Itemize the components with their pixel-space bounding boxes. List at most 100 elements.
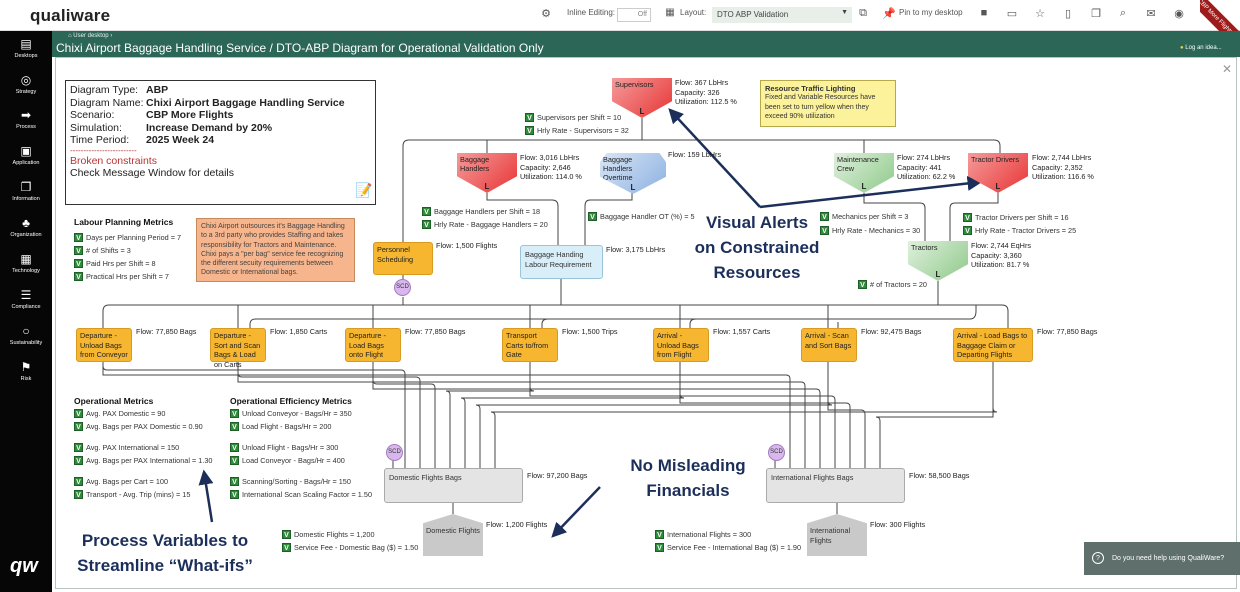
page-header bbox=[52, 31, 1240, 57]
labour-requirement[interactable]: Baggage Handing Labour Requirement bbox=[520, 245, 603, 279]
search-icon[interactable]: ⌕ bbox=[1119, 7, 1127, 19]
inline-editing-toggle[interactable]: Off bbox=[617, 8, 651, 22]
personnel-scheduling[interactable]: Personnel Scheduling bbox=[373, 242, 433, 275]
sidebar-item-strategy[interactable]: ◎Strategy bbox=[0, 74, 52, 96]
help-prompt[interactable]: ?Do you need help using QualiWare? bbox=[1084, 542, 1240, 575]
sidebar-item-process[interactable]: ➡Process bbox=[0, 109, 52, 131]
variable-item[interactable]: V# of Tractors = 20 bbox=[858, 280, 927, 289]
process-box[interactable]: Arrival - Scan and Sort Bags bbox=[801, 328, 857, 362]
process-box[interactable]: Arrival - Load Bags to Baggage Claim or … bbox=[953, 328, 1033, 362]
sidebar-item-label: Process bbox=[16, 124, 36, 130]
sidebar-item-technology[interactable]: ▦Technology bbox=[0, 253, 52, 275]
sidebar-item-information[interactable]: ❐Information bbox=[0, 181, 52, 203]
international-flights-box[interactable]: International Flights bbox=[807, 514, 867, 556]
validated-icon: V bbox=[230, 456, 239, 465]
scd-badge[interactable]: SCD bbox=[386, 444, 403, 461]
organization-icon: ♣ bbox=[22, 216, 30, 230]
validated-icon: V bbox=[230, 443, 239, 452]
sidebar-item-sustainability[interactable]: ○Sustainability bbox=[0, 325, 52, 347]
sidebar-item-organization[interactable]: ♣ Organization bbox=[0, 216, 52, 239]
breadcrumb[interactable]: ⌂ User desktop › bbox=[68, 33, 113, 39]
process-flow: Flow: 77,850 Bags bbox=[136, 327, 196, 337]
star-icon[interactable]: ☆ bbox=[1035, 8, 1045, 20]
variable-text: Mechanics per Shift = 3 bbox=[832, 212, 909, 221]
validated-icon: V bbox=[820, 226, 829, 235]
pin-icon[interactable]: 📌 bbox=[882, 8, 896, 20]
process-box[interactable]: Departure - Unload Bags from Conveyor bbox=[76, 328, 132, 362]
sidebar-item-label: Information bbox=[12, 196, 40, 202]
notepad-icon[interactable]: 📝 bbox=[355, 182, 373, 198]
breadcrumb-user-desktop[interactable]: User desktop › bbox=[73, 33, 113, 39]
validated-icon: V bbox=[963, 213, 972, 222]
sidebar-item-risk[interactable]: ⚑Risk bbox=[0, 361, 52, 383]
presentation-icon[interactable]: ▭ bbox=[1006, 8, 1018, 20]
domestic-flights-box[interactable]: Domestic Flights bbox=[423, 514, 483, 556]
user-icon[interactable]: ◉ bbox=[1174, 8, 1184, 20]
sidebar-item-label: Compliance bbox=[11, 304, 41, 310]
process-box[interactable]: Arrival - Unload Bags from Flight bbox=[653, 328, 709, 362]
compare-icon[interactable]: ▯ bbox=[1064, 8, 1072, 20]
settings-icon[interactable]: ⚙ bbox=[541, 8, 551, 20]
process-box[interactable]: Departure - Load Bags onto Flight bbox=[345, 328, 401, 362]
international-bags-box[interactable]: International Flights Bags bbox=[766, 468, 905, 503]
folder-icon[interactable]: ■ bbox=[980, 7, 988, 19]
layout-select[interactable]: DTO ABP Validation▼ bbox=[712, 7, 852, 23]
validated-icon: V bbox=[230, 490, 239, 499]
sidebar-item-compliance[interactable]: ☰Compliance bbox=[0, 289, 52, 311]
process-box[interactable]: Transport Carts to/from Gate bbox=[502, 328, 558, 362]
scd-badge[interactable]: SCD bbox=[394, 279, 411, 296]
mail-icon[interactable]: ✉ bbox=[1146, 8, 1156, 20]
connector-line bbox=[679, 362, 851, 468]
scd-badge[interactable]: SCD bbox=[768, 444, 785, 461]
log-idea-link[interactable]: ● Log an idea... bbox=[1180, 45, 1222, 51]
sidebar-item-desktops[interactable]: ▤Desktops bbox=[0, 38, 52, 60]
sidebar-item-label: Organization bbox=[10, 232, 42, 238]
documents-icon[interactable]: ❐ bbox=[1091, 8, 1101, 20]
qualiware-logo[interactable]: qualiware bbox=[30, 6, 111, 25]
domestic-bags-box[interactable]: Domestic Flights Bags bbox=[384, 468, 523, 503]
close-icon[interactable]: ✕ bbox=[1222, 62, 1233, 76]
copy-layout-icon[interactable]: ⧉ bbox=[859, 7, 867, 19]
validated-icon: V bbox=[74, 477, 83, 486]
labour-letter: L bbox=[861, 182, 867, 191]
sidebar-item-application[interactable]: ▣Application bbox=[0, 145, 52, 167]
info-row: Scenario:CBP More Flights bbox=[70, 109, 371, 122]
process-box[interactable]: Departure - Sort and Scan Bags & Load on… bbox=[210, 328, 266, 369]
broken-constraints-text[interactable]: Broken constraints bbox=[70, 154, 157, 167]
flow-line: Flow: 92,475 Bags bbox=[861, 327, 922, 336]
info-row: Diagram Name:Chixi Airport Baggage Handl… bbox=[70, 97, 371, 110]
pin-to-desktop-button[interactable]: Pin to my desktop bbox=[899, 8, 963, 17]
labour-metric[interactable]: V# of Shifts = 3 bbox=[74, 246, 131, 255]
layout-value: DTO ABP Validation bbox=[717, 10, 789, 19]
